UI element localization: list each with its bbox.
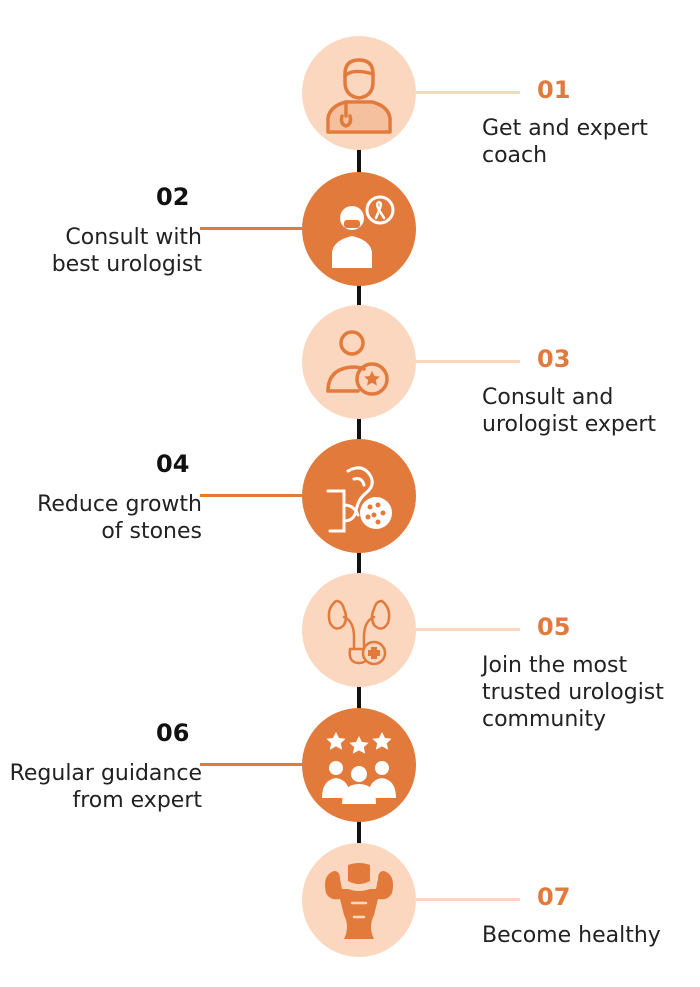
- step-06-circle: [302, 708, 416, 822]
- step-01-circle: [302, 36, 416, 150]
- step-06-connector: [200, 763, 302, 766]
- step-01-number: 01: [537, 76, 571, 104]
- step-06-number: 06: [156, 719, 190, 747]
- step-05-text: Join the most trusted urologist communit…: [482, 653, 664, 732]
- step-02-number: 02: [156, 183, 190, 211]
- user-star-icon: [326, 330, 389, 396]
- step-07: 07 Become healthy: [0, 843, 700, 957]
- step-03-number: 03: [537, 345, 571, 373]
- urinary-system-icon: [327, 599, 391, 666]
- step-06-text: Regular guidance from expert: [9, 761, 202, 813]
- step-05: 05 Join the most trusted urologist commu…: [0, 573, 700, 732]
- step-02-circle: [302, 172, 416, 286]
- step-02-connector: [200, 227, 302, 230]
- doctor-icon: [326, 58, 392, 134]
- step-04: 04 Reduce growth of stones: [0, 439, 700, 553]
- step-07-circle: [302, 843, 416, 957]
- step-07-connector: [416, 898, 520, 901]
- step-02-text: Consult with best urologist: [51, 225, 202, 277]
- step-03: 03 Consult and urologist expert: [0, 305, 700, 437]
- step-05-connector: [416, 628, 520, 631]
- step-03-text: Consult and urologist expert: [482, 385, 657, 437]
- step-05-number: 05: [537, 613, 571, 641]
- step-05-circle: [302, 573, 416, 687]
- step-04-connector: [200, 494, 302, 497]
- strong-body-icon: [325, 863, 393, 939]
- kidney-stones-icon: [326, 466, 392, 533]
- step-07-text: Become healthy: [482, 923, 661, 948]
- masked-doctor-ribbon-icon: [332, 195, 395, 268]
- step-06: 06 Regular guidance from expert: [0, 708, 700, 822]
- step-01-text: Get and expert coach: [482, 116, 648, 168]
- step-04-text: Reduce growth of stones: [37, 492, 202, 544]
- step-01-connector: [416, 91, 520, 94]
- step-03-circle: [302, 305, 416, 419]
- step-03-connector: [416, 360, 520, 363]
- step-01: 01 Get and expert coach: [0, 36, 700, 168]
- step-04-number: 04: [156, 450, 190, 478]
- community-stars-icon: [322, 732, 396, 804]
- step-04-circle: [302, 439, 416, 553]
- step-02: 02 Consult with best urologist: [0, 172, 700, 286]
- step-07-number: 07: [537, 883, 571, 911]
